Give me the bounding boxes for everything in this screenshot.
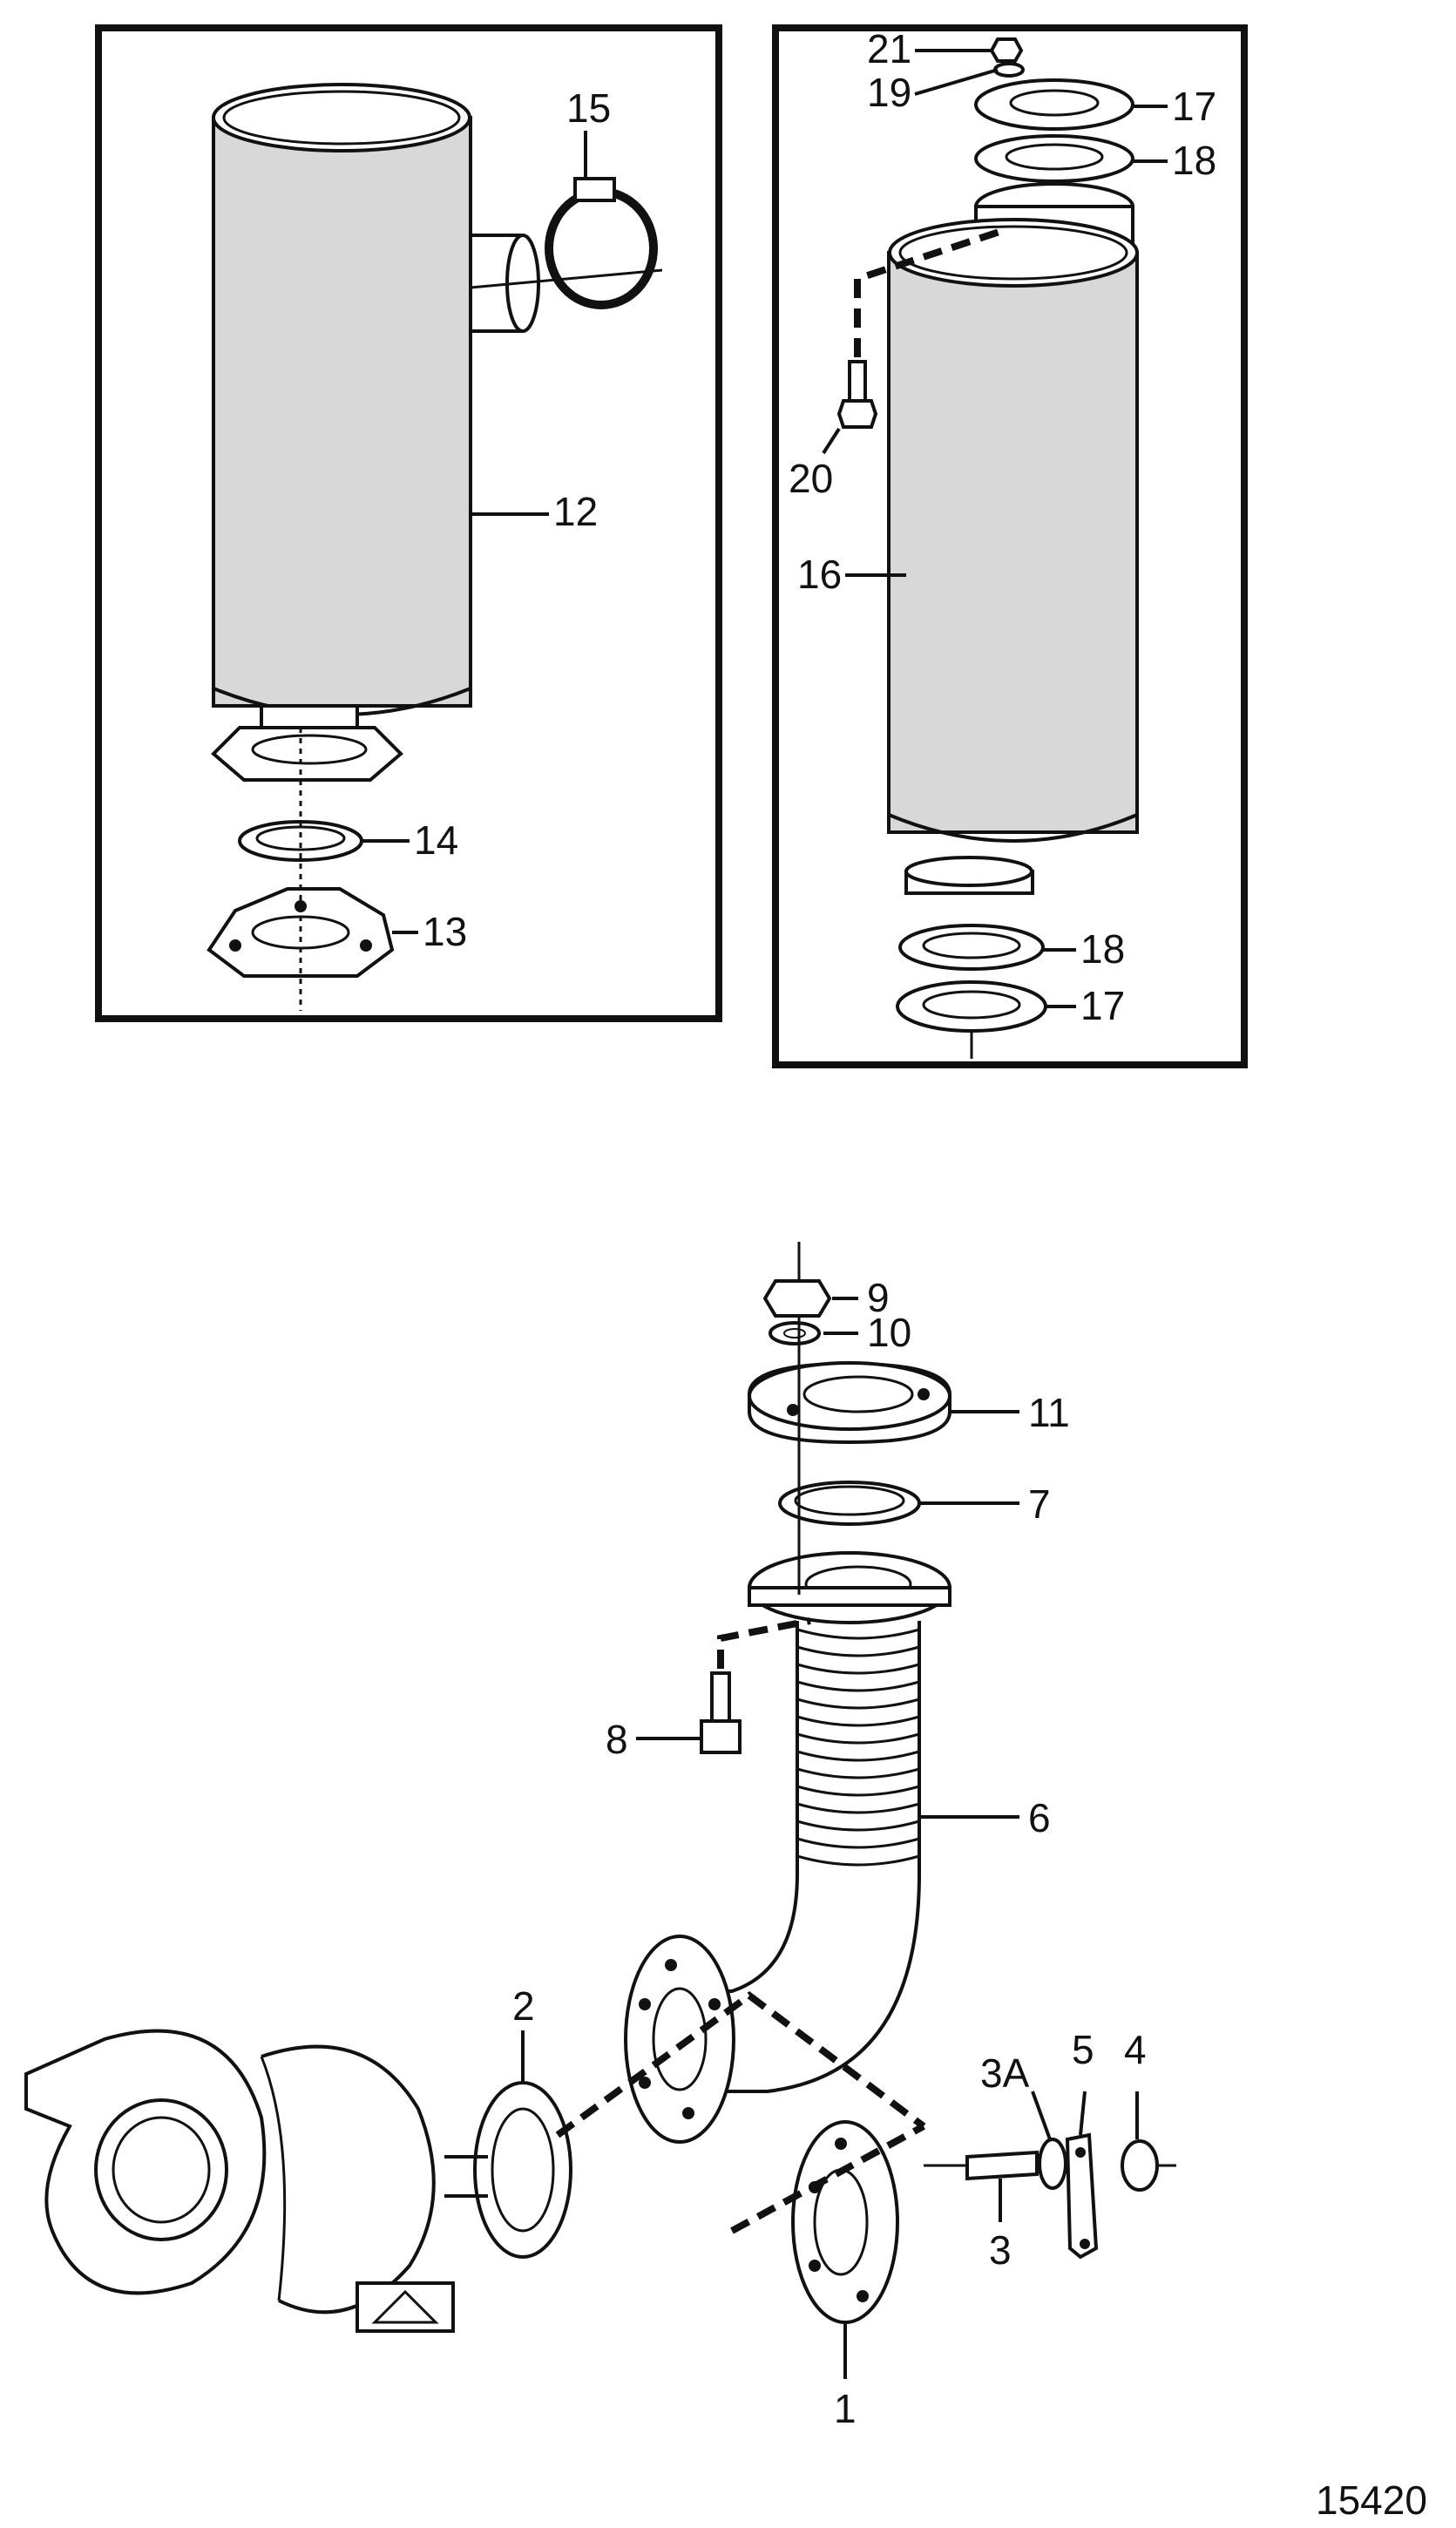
silencer-outlet-flange <box>211 726 403 782</box>
callout-2: 2 <box>512 1983 535 2029</box>
callout-12: 12 <box>553 489 598 534</box>
bellows-6 <box>624 1551 951 2144</box>
gasket-18-bottom <box>898 924 1045 971</box>
callout-18-top: 18 <box>1172 138 1216 183</box>
flange-17-top <box>974 78 1134 131</box>
flange-13 <box>207 887 395 978</box>
leader-19 <box>914 68 999 96</box>
leader-20 <box>822 427 841 455</box>
inset-panel-left <box>95 24 722 1022</box>
silencer-16 <box>887 218 1139 843</box>
callout-21: 21 <box>867 26 911 71</box>
flange-17-bottom <box>896 980 1047 1033</box>
callout-15: 15 <box>566 85 611 131</box>
inset-panel-right <box>772 24 1248 1068</box>
callout-1: 1 <box>834 2386 857 2431</box>
callout-5: 5 <box>1072 2027 1094 2072</box>
gasket-18-top <box>974 134 1134 183</box>
bolt-8-path <box>717 1617 811 1669</box>
figure-reference-number: 15420 <box>1316 2477 1427 2523</box>
callout-10: 10 <box>867 1310 911 1355</box>
callout-18-bottom: 18 <box>1080 926 1125 972</box>
washer-3a <box>1038 2138 1067 2190</box>
flange-1 <box>791 2120 899 2324</box>
stud-3 <box>965 2150 1039 2181</box>
gasket-14 <box>238 820 363 862</box>
callout-17-bottom: 17 <box>1080 983 1125 1028</box>
hose-clamp-15 <box>545 177 658 309</box>
callout-13: 13 <box>423 909 467 954</box>
sealing-ring-7 <box>778 1481 921 1526</box>
callout-9: 9 <box>867 1275 890 1320</box>
callout-20: 20 <box>789 456 833 501</box>
washer-10 <box>769 1321 821 1345</box>
callout-7: 7 <box>1028 1481 1051 1527</box>
bolt-8 <box>700 1671 742 1754</box>
washer-19 <box>993 62 1025 78</box>
callout-16: 16 <box>797 552 842 597</box>
callout-8: 8 <box>606 1717 628 1762</box>
flange-11 <box>748 1361 951 1445</box>
bolt-20 <box>836 360 878 429</box>
callout-3: 3 <box>989 2227 1012 2273</box>
callout-11: 11 <box>1028 1390 1070 1435</box>
lower-assembly <box>24 1242 1176 2379</box>
nut-4 <box>1121 2139 1159 2192</box>
callout-14: 14 <box>414 817 458 863</box>
callout-3a: 3A <box>980 2050 1030 2096</box>
turbocharger <box>24 2029 488 2333</box>
callout-19: 19 <box>867 70 911 115</box>
nut-9 <box>762 1279 832 1318</box>
assembly-path <box>555 1991 926 2234</box>
silencer-16-outlet <box>904 856 1034 895</box>
callout-4: 4 <box>1124 2027 1147 2072</box>
lock-plate-5 <box>1065 2132 1099 2260</box>
callout-17-top: 17 <box>1172 84 1216 129</box>
gasket-2 <box>473 2081 572 2259</box>
leader-3a <box>1031 2091 1052 2140</box>
bolt-20-path <box>854 227 1004 357</box>
leader-5 <box>1079 2091 1087 2136</box>
callout-6: 6 <box>1028 1795 1051 1840</box>
nut-21 <box>989 37 1024 63</box>
